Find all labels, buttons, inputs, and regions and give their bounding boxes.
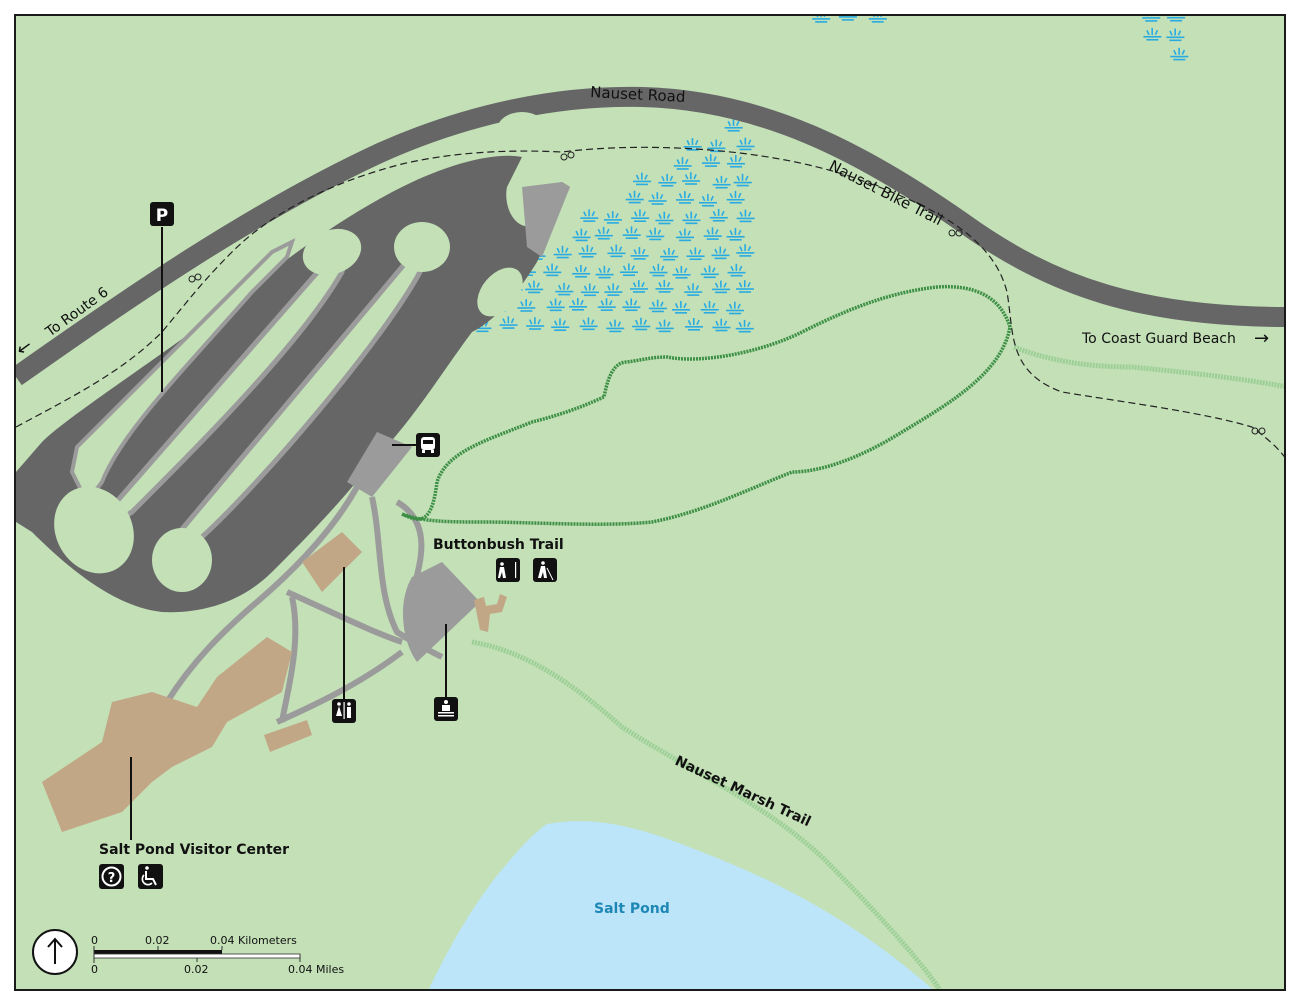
parking-icon[interactable]: P — [150, 202, 174, 226]
buttonbush-trail-path[interactable] — [401, 284, 1012, 526]
small-building — [264, 720, 312, 752]
restroom-building — [302, 532, 362, 592]
visually-impaired-access-icon[interactable] — [533, 558, 557, 582]
label-buttonbush-trail: Buttonbush Trail — [433, 537, 564, 553]
amphitheater-icon[interactable] — [434, 697, 458, 721]
amphitheater-building — [474, 594, 507, 632]
bicycle-icon — [188, 151, 1266, 435]
map-frame: Nauset Road Nauset Bike Trail To Route 6… — [14, 14, 1286, 991]
nauset-road[interactable] — [16, 86, 1286, 386]
leader-lines — [130, 227, 447, 840]
label-salt-pond: Salt Pond — [594, 901, 670, 917]
north-arrow — [32, 929, 78, 975]
information-icon[interactable]: ? — [99, 864, 124, 889]
visitor-center-building — [42, 637, 292, 832]
map-canvas[interactable]: Nauset Road Nauset Bike Trail To Route 6… — [16, 16, 1286, 991]
nauset-bike-trail[interactable] — [16, 146, 1286, 462]
label-salt-pond-visitor-center: Salt Pond Visitor Center — [99, 842, 289, 858]
buildings — [42, 532, 507, 832]
bus-stop-icon[interactable] — [416, 433, 440, 457]
svg-text:0.04 Miles: 0.04 Miles — [288, 963, 344, 976]
wheelchair-accessible-icon[interactable] — [138, 864, 163, 889]
arrow-right-icon: → — [1254, 328, 1269, 349]
nauset-marsh-trail-path[interactable] — [471, 639, 943, 991]
svg-text:0: 0 — [91, 934, 98, 947]
salt-pond-water — [428, 821, 933, 989]
scale-bar: 0 0.02 0.04 Kilometers 0 0.02 0.04 Miles — [91, 934, 344, 976]
svg-text:0: 0 — [91, 963, 98, 976]
label-nauset-road: Nauset Road — [590, 83, 686, 106]
svg-text:?: ? — [108, 871, 116, 886]
parking-lot[interactable] — [16, 112, 570, 613]
bus-stop-area — [347, 432, 412, 497]
coast-guard-trail-path[interactable] — [1013, 344, 1286, 389]
svg-text:0.02: 0.02 — [145, 934, 170, 947]
restrooms-icon[interactable] — [332, 699, 356, 723]
self-guided-trail-icon[interactable] — [496, 558, 520, 582]
svg-text:0.04 Kilometers: 0.04 Kilometers — [210, 934, 297, 947]
svg-text:P: P — [156, 206, 168, 226]
label-to-coast-guard-beach: To Coast Guard Beach — [1081, 331, 1236, 347]
amphitheater-plaza[interactable] — [402, 562, 480, 662]
svg-text:0.02: 0.02 — [184, 963, 209, 976]
label-nauset-marsh-trail: Nauset Marsh Trail — [672, 753, 813, 830]
